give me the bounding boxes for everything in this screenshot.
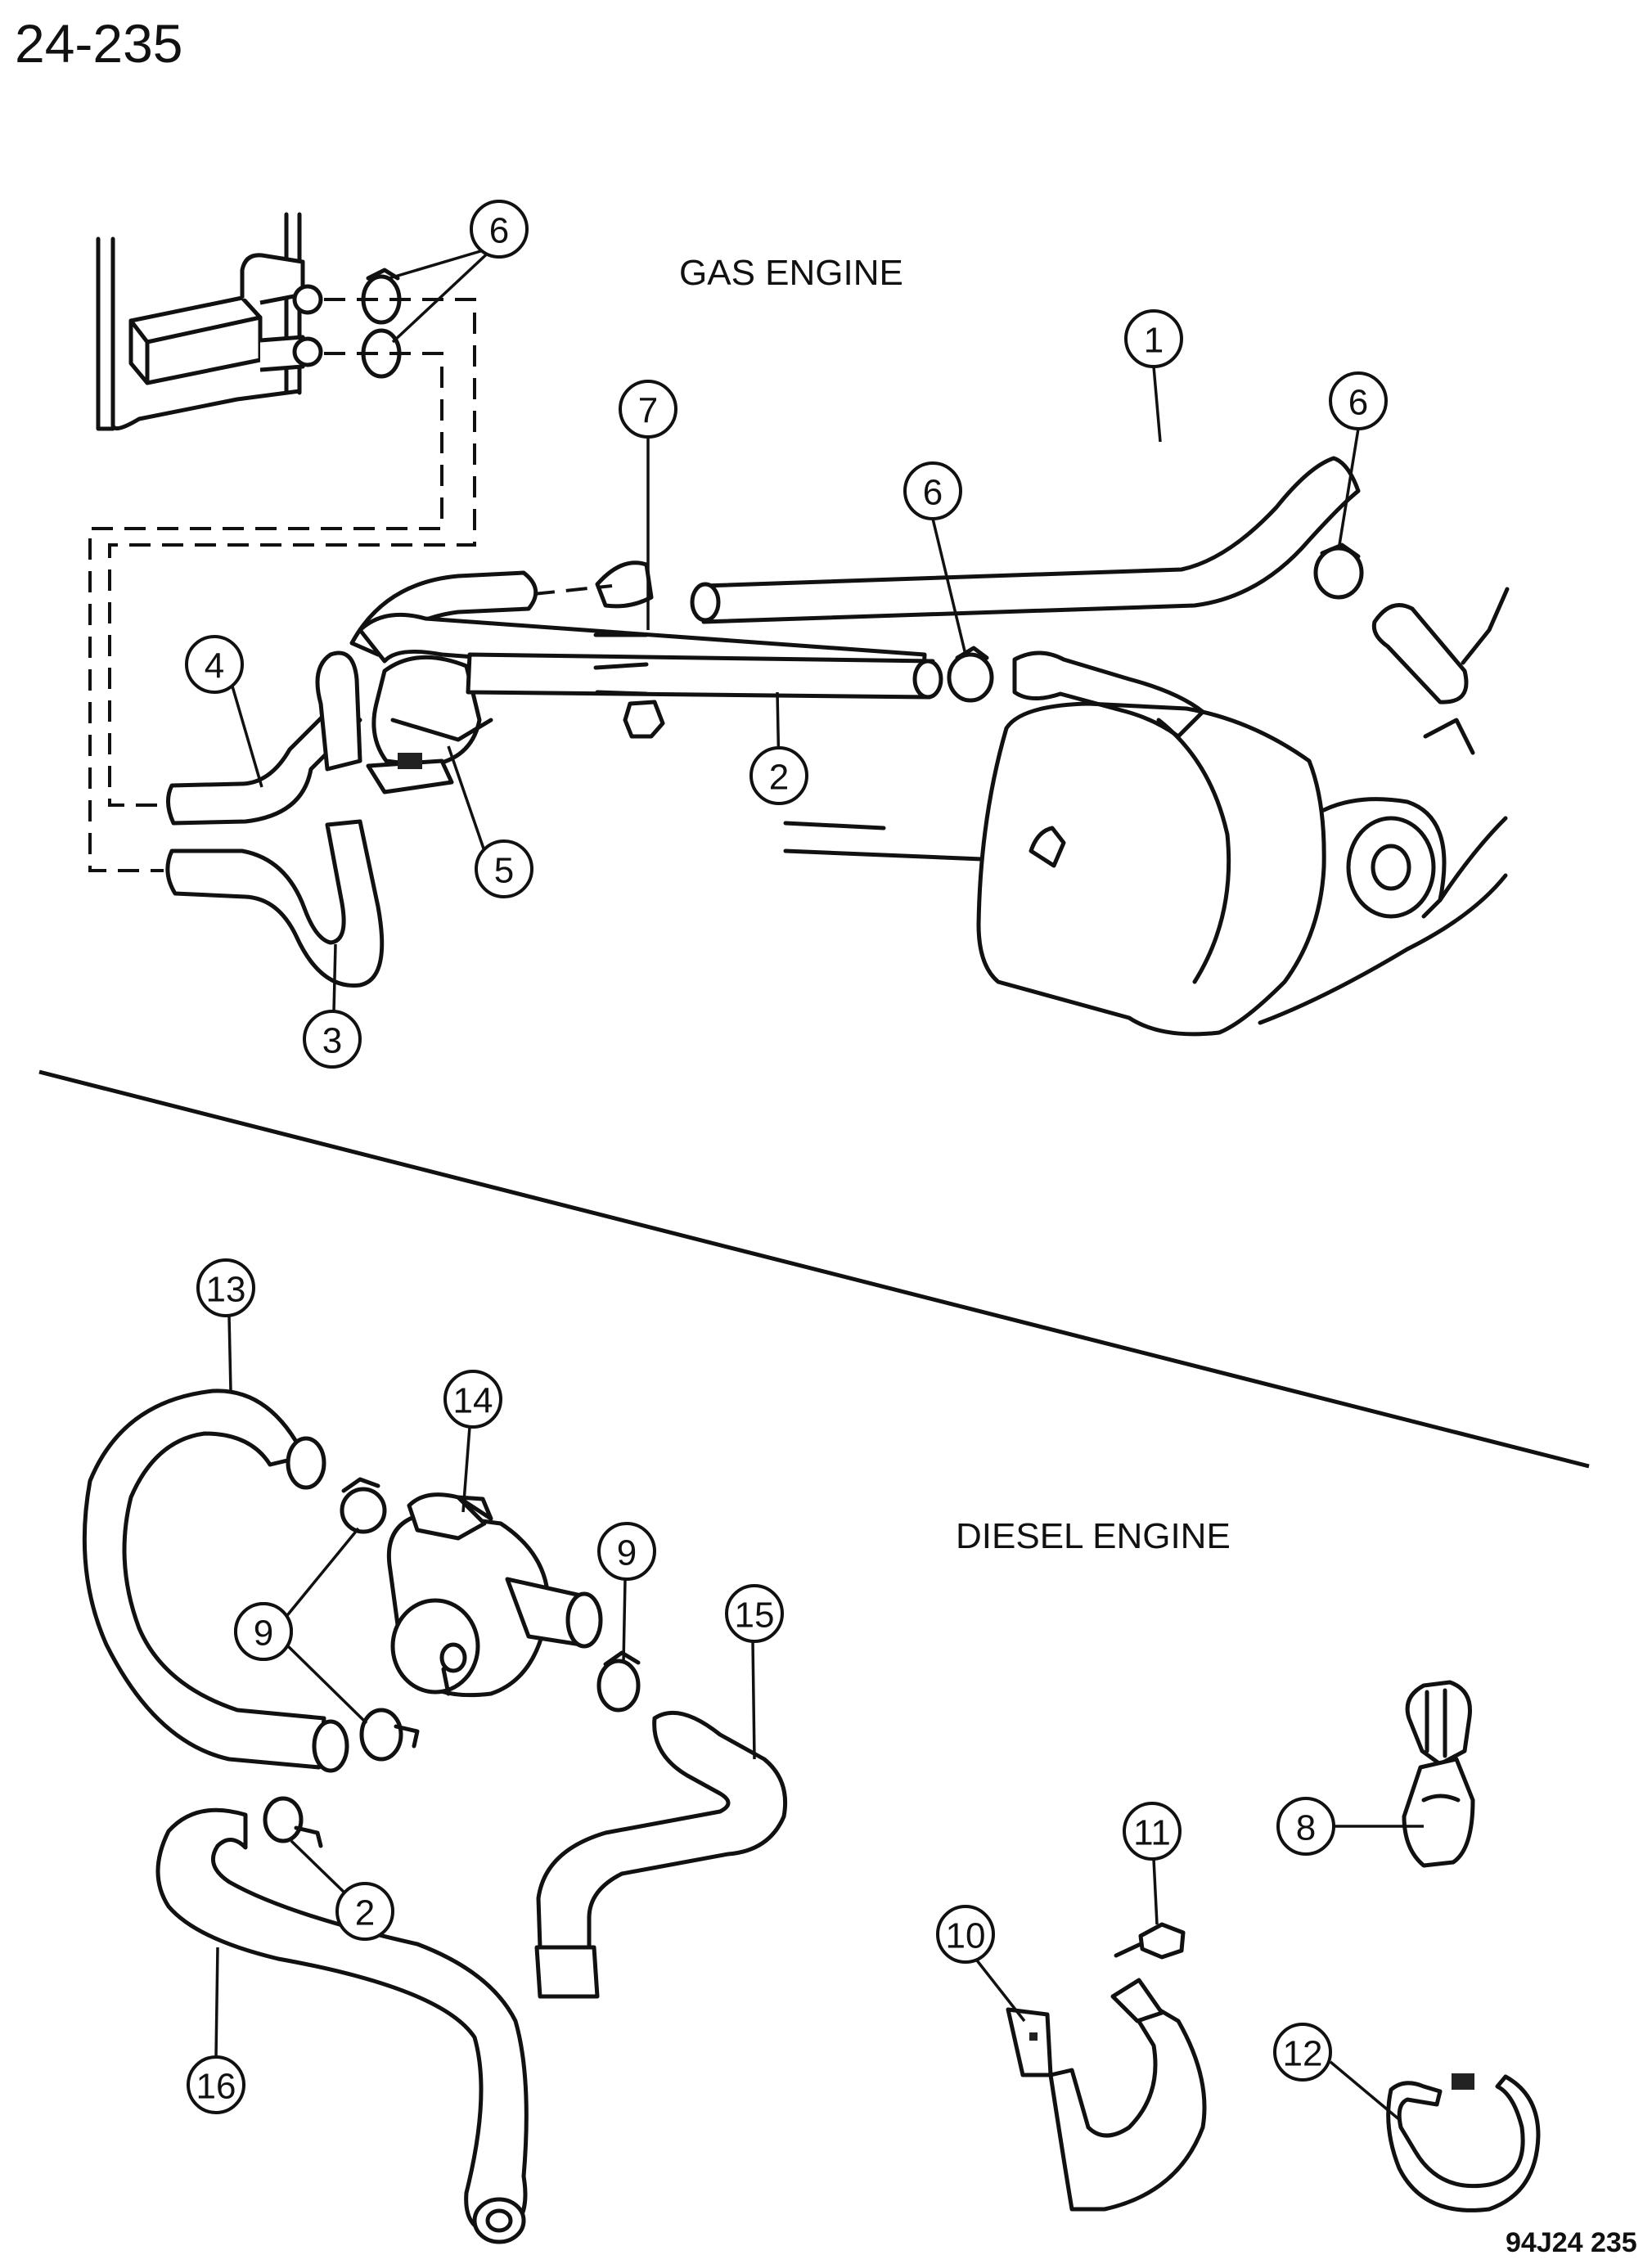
hose-routing-dashed-line <box>88 352 443 872</box>
screw-11 <box>1114 1922 1186 1960</box>
gas-engine-section: 6 1 6 7 6 4 2 <box>88 200 1510 1069</box>
heater-hose-2 <box>466 652 935 700</box>
svg-text:6: 6 <box>1348 383 1368 423</box>
hose-clamp-9-right <box>596 1650 641 1713</box>
gas-engine-label: GAS ENGINE <box>679 253 903 293</box>
svg-text:6: 6 <box>923 473 943 513</box>
svg-text:1: 1 <box>1144 321 1164 361</box>
heater-hose-3 <box>165 819 385 988</box>
svg-text:2: 2 <box>355 1893 375 1933</box>
svg-text:15: 15 <box>735 1596 775 1636</box>
heater-hose-4 <box>166 701 362 826</box>
callout-15: 15 <box>725 1584 784 1760</box>
callout-10: 10 <box>936 1905 1026 2023</box>
callout-6-heater: 6 <box>389 200 529 344</box>
callout-3: 3 <box>303 943 362 1069</box>
section-divider-line <box>38 1069 1590 1469</box>
callout-7: 7 <box>619 380 677 630</box>
svg-text:7: 7 <box>638 391 658 431</box>
heater-hose-16 <box>155 1807 529 2236</box>
hose-clamp-9-upper <box>340 1477 387 1534</box>
svg-text:9: 9 <box>617 1533 637 1573</box>
callout-9-right: 9 <box>597 1522 656 1663</box>
callout-12: 12 <box>1273 2023 1402 2122</box>
callout-11: 11 <box>1123 1802 1182 1925</box>
svg-text:10: 10 <box>946 1916 986 1956</box>
svg-text:2: 2 <box>769 758 789 798</box>
figure-code: 94J24 235 <box>1506 2227 1637 2258</box>
water-valve-14 <box>386 1492 603 1698</box>
heater-core-illustration <box>96 212 323 431</box>
bracket-10 <box>1006 1978 1207 2212</box>
callout-6-right: 6 <box>1329 371 1388 551</box>
engine-block-illustration <box>783 701 1508 1037</box>
diesel-engine-section: 13 14 9 9 9 15 2 <box>82 1258 1541 2244</box>
svg-text:3: 3 <box>322 1021 342 1061</box>
svg-text:14: 14 <box>453 1381 493 1421</box>
page-reference: 24-235 <box>15 13 183 74</box>
svg-text:4: 4 <box>205 646 224 686</box>
svg-text:16: 16 <box>196 2067 236 2107</box>
svg-text:9: 9 <box>254 1614 273 1654</box>
tee-fitting-hose <box>315 650 362 772</box>
clip-8 <box>1402 1680 1475 1868</box>
hose-clamp-6 <box>947 652 994 703</box>
callout-5: 5 <box>447 745 533 898</box>
heater-core-clamps <box>361 268 402 379</box>
callout-4: 4 <box>185 635 263 788</box>
callout-6-tube: 6 <box>903 461 967 655</box>
svg-text:5: 5 <box>494 851 514 891</box>
hose-fitting <box>1371 603 1469 704</box>
svg-text:11: 11 <box>1133 1813 1171 1853</box>
callout-14: 14 <box>443 1370 502 1513</box>
svg-text:13: 13 <box>206 1270 246 1310</box>
water-valve-5 <box>366 655 493 794</box>
hose-routing-dashed-line <box>108 298 476 807</box>
callout-8: 8 <box>1276 1797 1424 1856</box>
callout-2-diesel: 2 <box>290 1839 394 1941</box>
callout-2-gas: 2 <box>749 691 808 805</box>
callout-1: 1 <box>1124 309 1183 443</box>
heater-tube-7 <box>701 456 1361 624</box>
svg-text:8: 8 <box>1296 1808 1316 1848</box>
hose-clamp-2-diesel <box>263 1796 323 1848</box>
svg-text:6: 6 <box>489 211 509 251</box>
diesel-engine-label: DIESEL ENGINE <box>956 1516 1231 1556</box>
engine-heater-outlet-hose <box>1012 650 1205 739</box>
heater-hose-15 <box>536 1710 788 1950</box>
callout-13: 13 <box>196 1258 255 1392</box>
svg-text:12: 12 <box>1283 2034 1323 2074</box>
hose-clamp-9-lower <box>359 1708 420 1762</box>
callout-16: 16 <box>187 1947 245 2114</box>
callout-9-lower: 9 <box>234 1602 368 1725</box>
heater-hose-13 <box>82 1389 326 1770</box>
hose-clamp-12 <box>1386 2073 1541 2212</box>
